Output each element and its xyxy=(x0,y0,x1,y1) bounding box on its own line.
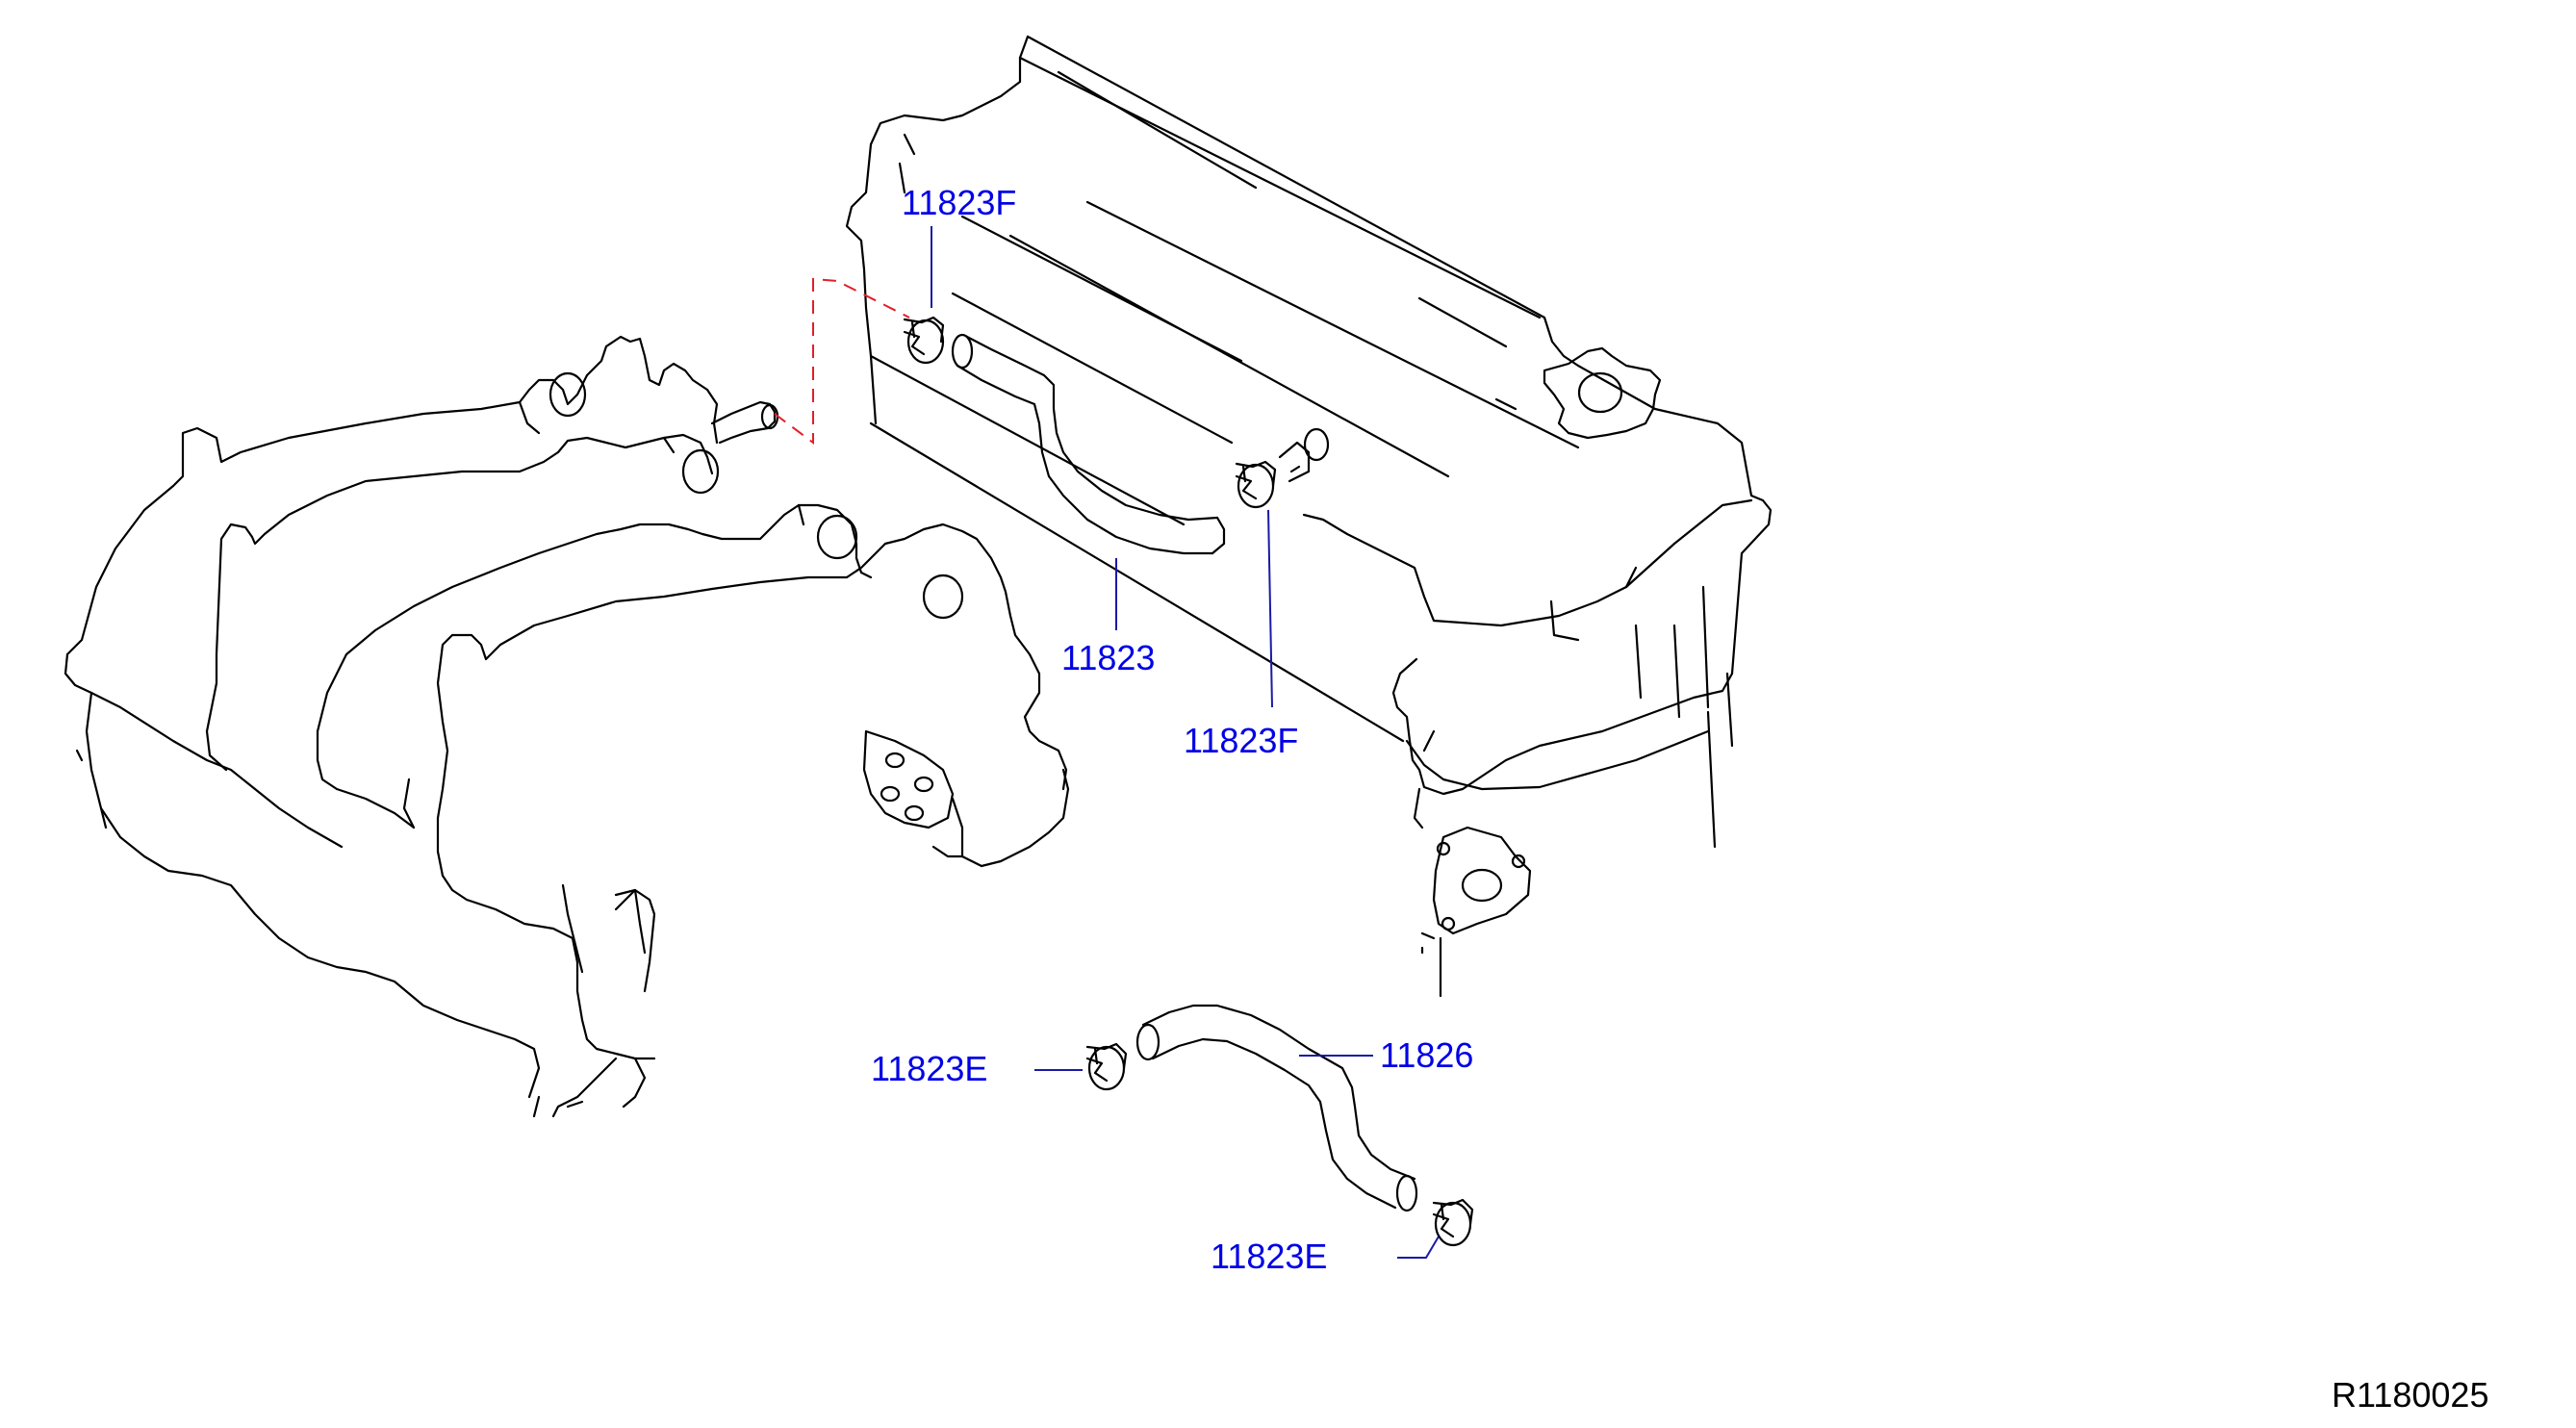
intake-manifold xyxy=(64,335,1070,1118)
clamp-upper-right xyxy=(1235,460,1277,509)
oil-filler-cap xyxy=(1543,346,1662,440)
mount-bracket xyxy=(1420,826,1532,998)
callout-clamp-f-top: 11823F xyxy=(902,183,1017,222)
lower-hose xyxy=(1135,1004,1418,1212)
pcv-fitting xyxy=(1278,427,1330,483)
callout-clamp-e-bottom: 11823E xyxy=(1211,1237,1328,1276)
clamp-lower-right xyxy=(1432,1198,1474,1247)
leader-clamp-e-bottom xyxy=(1397,1236,1440,1259)
clamp-upper-left xyxy=(903,316,945,365)
callout-clamp-f-lower: 11823F xyxy=(1184,721,1299,760)
valve-cover xyxy=(845,35,1773,849)
phantom-line xyxy=(774,277,910,445)
upper-hose xyxy=(951,333,1226,555)
clamp-lower-left xyxy=(1085,1042,1128,1091)
callout-hose-upper: 11823 xyxy=(1061,638,1156,677)
callout-hose-lower: 11826 xyxy=(1380,1035,1474,1075)
diagram-reference: R1180025 xyxy=(2332,1375,2489,1415)
callout-clamp-e-left: 11823E xyxy=(871,1049,988,1088)
leader-clamp-f-lower xyxy=(1267,509,1273,708)
